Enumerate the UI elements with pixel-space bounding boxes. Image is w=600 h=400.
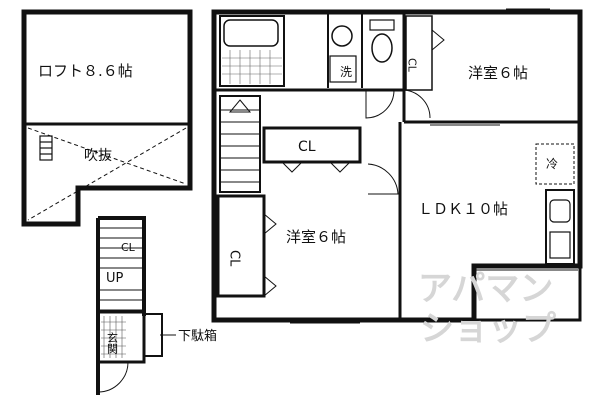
balcony: [474, 264, 582, 322]
stair-up-label: UP: [106, 271, 124, 286]
entrance-tile-pattern: [101, 316, 126, 358]
main-stair: [219, 95, 261, 193]
kitchen-counter: [545, 189, 575, 265]
bathtub: [223, 19, 279, 47]
void-diagonals: [27, 127, 187, 221]
stair-closet-label: CL: [121, 241, 136, 254]
washroom-label: 洗: [340, 65, 352, 79]
fridge-label: 冷: [546, 157, 558, 171]
wash-basin: [331, 25, 353, 47]
watermark-line2: ショップ: [420, 309, 556, 349]
closet-left-door-top: [263, 213, 277, 235]
bath-floor-tiles: [222, 50, 282, 84]
entrance-stair: [96, 216, 176, 395]
ldk-door-swing: [401, 89, 431, 119]
closet-middle-door-left: [281, 161, 303, 173]
ldk-label: ＬＤＫ１０帖: [418, 200, 508, 218]
main-stair-treads: [220, 109, 260, 183]
bedroom2-door-swing: [367, 163, 399, 195]
closet-upper-door: [431, 29, 445, 51]
bedroom1-label: 洋室６帖: [468, 64, 528, 82]
closet-left-label: CL: [227, 250, 242, 267]
loft-outer-wall: [21, 9, 193, 227]
toilet-tank: [369, 19, 395, 31]
loft-ladder: [39, 135, 53, 161]
stair-direction-arrow: [228, 99, 252, 113]
front-door-swing: [97, 361, 129, 393]
entrance-label: 玄関: [106, 331, 119, 354]
closet-middle-door-right: [329, 161, 351, 173]
loft-level: [21, 9, 193, 227]
closet-left-door-bottom: [263, 275, 277, 297]
void-label: 吹抜: [84, 148, 112, 164]
toilet-door-swing: [365, 89, 395, 119]
loft-label: ロフト８.６帖: [38, 62, 133, 80]
shoe-box: [143, 313, 163, 357]
closet-upper-label: CL: [406, 58, 419, 73]
closet-middle-label: CL: [298, 139, 316, 155]
washing-machine: [329, 55, 357, 83]
stair-treads: [100, 227, 142, 311]
bedroom2-label: 洋室６帖: [286, 228, 346, 246]
closet-left: [216, 194, 266, 298]
stove: [549, 231, 571, 259]
closet-upper: [405, 15, 433, 91]
closet-middle: [262, 126, 362, 164]
bathroom: [219, 15, 285, 87]
fridge-space: [535, 143, 575, 185]
toilet-bowl: [371, 33, 393, 63]
kitchen-sink: [549, 199, 571, 223]
watermark-line1: アパマン: [418, 269, 553, 309]
main-level: [211, 8, 583, 324]
shoe-box-label: 下駄箱: [178, 328, 217, 344]
